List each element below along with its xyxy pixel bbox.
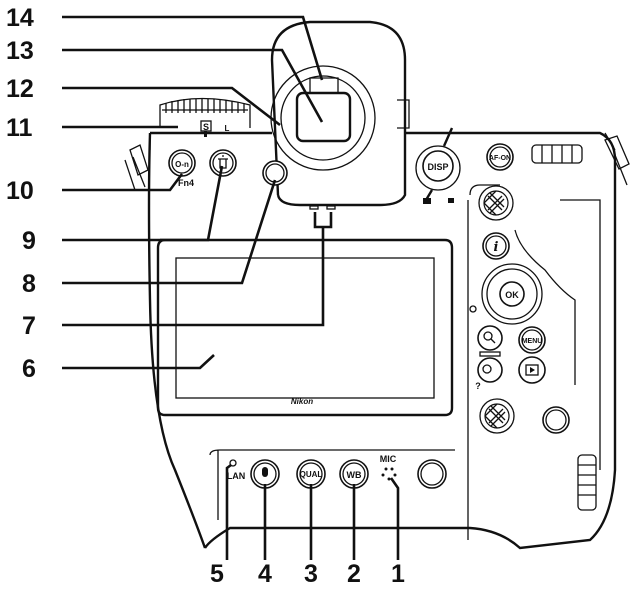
microphone-icon xyxy=(262,467,268,477)
svg-text:DISP: DISP xyxy=(427,162,448,172)
svg-text:WB: WB xyxy=(347,470,362,480)
eye-sensor xyxy=(309,77,339,93)
microphone-holes xyxy=(381,467,397,481)
release-mode-l-label: L xyxy=(225,124,230,133)
svg-text:AF-ON: AF-ON xyxy=(489,155,511,162)
disp-button[interactable]: DISP xyxy=(415,127,461,201)
lan-label: LAN xyxy=(227,471,246,481)
zoom-in-button[interactable] xyxy=(477,325,503,351)
callout-14: 14 xyxy=(6,4,34,32)
monitor-frame xyxy=(156,238,454,417)
dial-knurl xyxy=(165,99,245,113)
menu-button[interactable]: MENU xyxy=(518,326,546,354)
ok-button-label: OK xyxy=(505,290,519,300)
strap-lug-right xyxy=(604,135,630,186)
callout-5: 5 xyxy=(210,560,224,588)
diopter-knob xyxy=(397,99,410,129)
strap-lug-left xyxy=(124,144,149,191)
callout-9: 9 xyxy=(22,227,36,255)
playback-button[interactable] xyxy=(518,356,546,384)
release-mode-s-label: S xyxy=(203,122,209,132)
multi-selector[interactable]: OK xyxy=(481,263,543,325)
help-label: ? xyxy=(475,381,481,391)
callout-7: 7 xyxy=(22,312,36,340)
callout-2: 2 xyxy=(347,560,361,588)
play-icon xyxy=(530,367,535,373)
callout-6: 6 xyxy=(22,355,36,383)
svg-text:MENU: MENU xyxy=(522,338,543,345)
callout-13: 13 xyxy=(6,37,34,65)
callout-leaders xyxy=(62,15,400,560)
video-mode-icon xyxy=(448,198,454,203)
eyepiece-shutter-lever[interactable] xyxy=(262,160,288,186)
monitor-screen[interactable] xyxy=(175,257,435,399)
zoom-out-icon xyxy=(482,364,492,374)
callout-3: 3 xyxy=(304,560,318,588)
callout-4: 4 xyxy=(258,560,272,588)
voice-memo-button[interactable] xyxy=(250,459,280,489)
wb-button[interactable]: WB xyxy=(339,459,369,489)
callout-1: 1 xyxy=(391,560,405,588)
callout-11: 11 xyxy=(6,114,33,142)
trash-icon xyxy=(218,155,228,169)
protect-fn4-button[interactable]: O-n xyxy=(168,149,196,177)
sub-selector-vertical[interactable] xyxy=(479,398,515,434)
sub-selector[interactable] xyxy=(478,185,514,221)
callout-10: 10 xyxy=(6,177,34,205)
camera-body-outline xyxy=(147,131,617,550)
eyecup xyxy=(270,20,407,207)
key-icon: O-n xyxy=(175,160,189,169)
callout-12: 12 xyxy=(6,75,34,103)
delete-button[interactable] xyxy=(209,149,237,177)
fn4-label: Fn4 xyxy=(178,178,194,188)
svg-text:i: i xyxy=(494,240,499,255)
memory-card-access-lamp xyxy=(469,305,477,313)
brand-logo: Nikon xyxy=(291,397,313,406)
af-on-button[interactable]: AF-ON xyxy=(486,143,514,171)
release-mode-dial xyxy=(159,97,251,128)
info-button[interactable]: i xyxy=(482,232,510,260)
ambient-light-sensor xyxy=(309,205,319,210)
af-mode-button[interactable] xyxy=(542,406,570,434)
grip-outline xyxy=(467,184,601,540)
vertical-command-dial[interactable] xyxy=(577,454,597,511)
svg-text:QUAL: QUAL xyxy=(300,470,323,479)
network-indicator-lamp xyxy=(229,459,237,467)
zoom-in-icon xyxy=(483,331,493,341)
rating-button[interactable] xyxy=(417,459,447,489)
callout-8: 8 xyxy=(22,270,36,298)
eyepiece-ring xyxy=(270,65,376,171)
main-command-dial[interactable] xyxy=(531,144,583,164)
photo-mode-icon xyxy=(423,198,431,204)
mic-label: MIC xyxy=(380,454,397,464)
qual-button[interactable]: QUAL xyxy=(296,459,326,489)
viewfinder-window xyxy=(295,91,352,143)
zoom-out-button[interactable] xyxy=(477,357,503,383)
